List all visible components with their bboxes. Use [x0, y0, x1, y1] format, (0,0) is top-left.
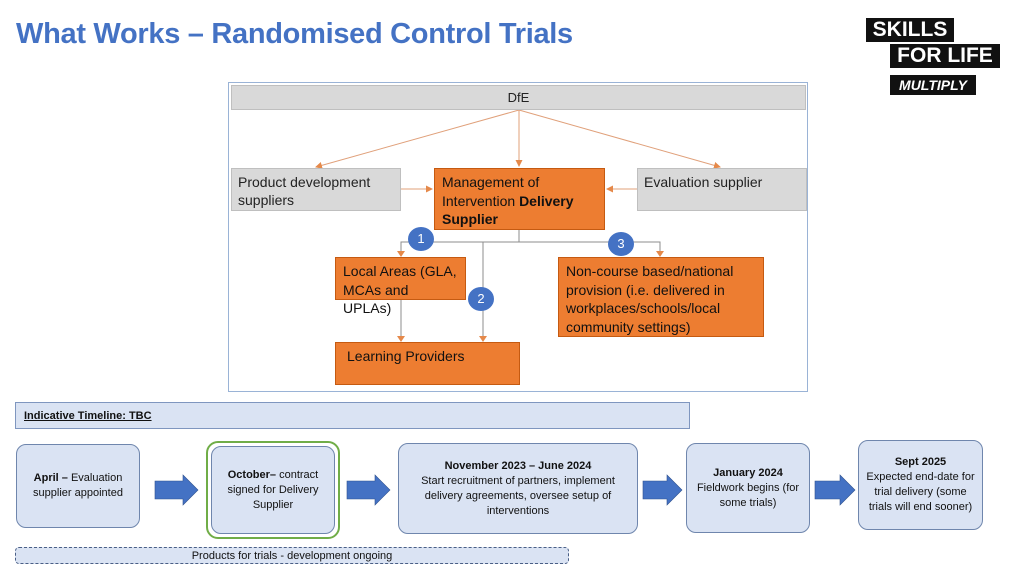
page-title: What Works – Randomised Control Trials: [16, 18, 573, 50]
delivery-supplier-prefix: Management of Intervention: [442, 174, 540, 209]
timeline-arrow-2: [346, 474, 391, 506]
non-course-provision-box: Non-course based/national provision (i.e…: [558, 257, 764, 337]
timeline-header: Indicative Timeline: TBC: [15, 402, 690, 429]
diagram-frame: [228, 82, 808, 392]
skills-for-life-logo: SKILLS FOR LIFE MULTIPLY: [866, 18, 1000, 98]
delivery-supplier-bold: Delivery Supplier: [442, 192, 574, 228]
timeline-arrow-1: [154, 474, 199, 506]
timeline-arrow-3: [642, 474, 683, 506]
timeline-step-sept: Sept 2025 Expected end-date for trial de…: [858, 440, 983, 530]
timeline-step-november-date: November 2023 – June 2024: [444, 459, 592, 472]
learning-providers-box: Learning Providers: [335, 342, 520, 385]
timeline-step-november-text: Start recruitment of partners, implement…: [421, 474, 615, 517]
timeline-step-april-text: April – Evaluation supplier appointed: [33, 472, 123, 499]
marker-1: 1: [408, 227, 434, 251]
local-areas-box: Local Areas (GLA, MCAs and UPLAs): [335, 257, 466, 316]
timeline-highlight: [206, 441, 340, 539]
timeline-step-sept-text: Expected end-date for trial delivery (so…: [866, 471, 975, 513]
timeline-step-october: October– contract signed for Delivery Su…: [211, 446, 335, 534]
logo-multiply: MULTIPLY: [890, 75, 976, 95]
timeline-step-november: November 2023 – June 2024 Start recruitm…: [398, 443, 638, 534]
timeline-step-sept-date: Sept 2025: [894, 456, 947, 468]
timeline-step-january-text: Fieldwork begins (for some trials): [696, 481, 800, 509]
dfe-box: DfE: [231, 85, 806, 110]
timeline-step-october-text: October– contract signed for Delivery Su…: [227, 468, 319, 511]
evaluation-supplier-box: Evaluation supplier: [637, 168, 807, 211]
logo-skills: SKILLS: [866, 18, 954, 42]
delivery-supplier-box: Management of Intervention Delivery Supp…: [434, 168, 605, 230]
timeline-step-april: April – Evaluation supplier appointed: [16, 444, 140, 528]
products-note: Products for trials - development ongoin…: [15, 547, 569, 564]
product-development-suppliers-box: Product development suppliers: [231, 168, 401, 211]
logo-for-life: FOR LIFE: [890, 44, 1000, 68]
timeline-step-january: January 2024 Fieldwork begins (for some …: [686, 443, 810, 533]
marker-3: 3: [608, 232, 634, 256]
timeline-arrow-4: [814, 474, 856, 506]
timeline-step-january-date: January 2024: [713, 466, 783, 479]
marker-2: 2: [468, 287, 494, 311]
